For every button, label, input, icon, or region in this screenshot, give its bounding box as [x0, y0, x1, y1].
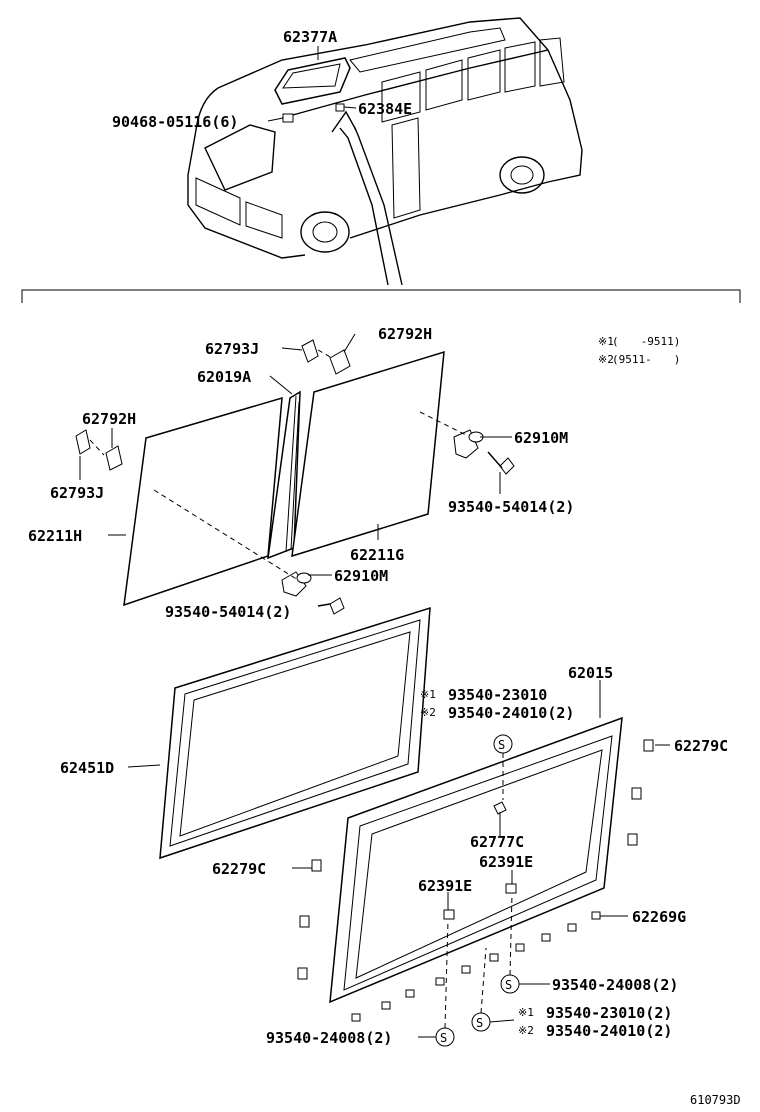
label-62793J-top: 62793J [205, 340, 259, 358]
label-93540-24008-left: 93540-24008(2) [266, 1029, 392, 1047]
van-illustration [187, 17, 583, 286]
label-62279C-right: 62279C [674, 737, 728, 755]
label-62384E: 62384E [358, 100, 412, 118]
label-62792H-top: 62792H [378, 325, 432, 343]
label-62391E-left: 62391E [418, 877, 472, 895]
note-mark-2-bottom: ※2 [518, 1024, 534, 1037]
note-mark-1-bottom: ※1 [518, 1006, 534, 1019]
label-62793J-left: 62793J [50, 484, 104, 502]
label-62792H-left: 62792H [82, 410, 136, 428]
label-62269G: 62269G [632, 908, 686, 926]
screw-symbol-top: S [498, 738, 505, 752]
label-93540-24008-right: 93540-24008(2) [552, 976, 678, 994]
note2-mark: ※2 [598, 353, 614, 366]
screw-symbol-left: S [440, 1031, 447, 1045]
label-62910M-bottom: 62910M [334, 567, 388, 585]
glass-62211H [123, 396, 283, 607]
frame-62451D [159, 606, 431, 860]
label-90468-05116: 90468-05116(6) [112, 113, 238, 131]
note2-text: (9511- ) [612, 353, 680, 366]
label-62391E-right: 62391E [479, 853, 533, 871]
label-62910M-right: 62910M [514, 429, 568, 447]
section-bracket [21, 289, 741, 303]
label-93540-23010-top: 93540-23010 [448, 686, 547, 704]
note-mark-2-top: ※2 [420, 706, 436, 719]
figure-id: 610793D [690, 1093, 741, 1107]
label-62015: 62015 [568, 664, 613, 682]
frame-62015 [329, 716, 623, 1004]
label-62377A: 62377A [283, 28, 337, 46]
screw-symbol-middle: S [476, 1016, 483, 1030]
label-62211H: 62211H [28, 527, 82, 545]
note1-text: ( -9511) [612, 335, 680, 348]
label-62451D: 62451D [60, 759, 114, 777]
label-62019A: 62019A [197, 368, 251, 386]
glass-62211G [291, 350, 445, 558]
note1-mark: ※1 [598, 335, 614, 348]
label-93540-24010-bottom: 93540-24010(2) [546, 1022, 672, 1040]
label-93540-23010-bottom: 93540-23010(2) [546, 1004, 672, 1022]
label-62777C: 62777C [470, 833, 524, 851]
frame-group [127, 606, 670, 1047]
screw-symbol-right: S [505, 978, 512, 992]
label-93540-54014-right: 93540-54014(2) [448, 498, 574, 516]
label-93540-54014-bottom: 93540-54014(2) [165, 603, 291, 621]
label-62211G: 62211G [350, 546, 404, 564]
note-mark-1-top: ※1 [420, 688, 436, 701]
side-glass-group [75, 333, 515, 615]
label-93540-24010-top: 93540-24010(2) [448, 704, 574, 722]
label-62279C-left: 62279C [212, 860, 266, 878]
